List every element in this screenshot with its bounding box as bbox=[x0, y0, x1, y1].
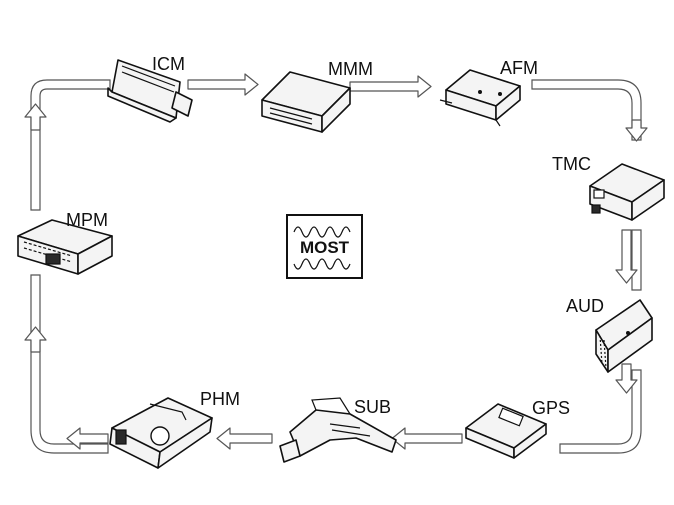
arrow-down-icon bbox=[615, 229, 638, 284]
module-phm: PHM bbox=[109, 389, 240, 469]
arrow-down-icon bbox=[625, 119, 648, 142]
arrow-left-icon bbox=[391, 427, 463, 450]
module-label-sub: SUB bbox=[354, 397, 391, 417]
module-sub: SUB bbox=[279, 397, 397, 463]
module-tmc: TMC bbox=[552, 154, 665, 221]
module-icm: ICM bbox=[107, 54, 193, 123]
most-logo-text: MOST bbox=[300, 238, 350, 257]
module-mmm: MMM bbox=[261, 59, 373, 133]
module-afm: AFM bbox=[439, 58, 538, 127]
module-label-aud: AUD bbox=[566, 296, 604, 316]
arrow-right-icon bbox=[349, 75, 432, 98]
module-label-tmc: TMC bbox=[552, 154, 591, 174]
arrow-up-icon bbox=[24, 326, 47, 353]
arrow-right-icon bbox=[187, 73, 259, 96]
module-label-gps: GPS bbox=[532, 398, 570, 418]
ring-bus bbox=[30, 79, 642, 454]
arrow-left-icon bbox=[216, 427, 273, 450]
module-gps: GPS bbox=[465, 398, 570, 459]
module-label-phm: PHM bbox=[200, 389, 240, 409]
module-label-mmm: MMM bbox=[328, 59, 373, 79]
module-label-mpm: MPM bbox=[66, 210, 108, 230]
arrow-left-icon bbox=[66, 427, 109, 450]
arrow-up-icon bbox=[24, 103, 47, 131]
most-logo-icon: MOST bbox=[286, 214, 363, 279]
arrow-down-icon bbox=[615, 363, 638, 394]
module-aud: AUD bbox=[566, 296, 653, 373]
module-label-afm: AFM bbox=[500, 58, 538, 78]
module-mpm: MPM bbox=[17, 210, 113, 275]
module-label-icm: ICM bbox=[152, 54, 185, 74]
ring-arrows bbox=[24, 73, 648, 450]
